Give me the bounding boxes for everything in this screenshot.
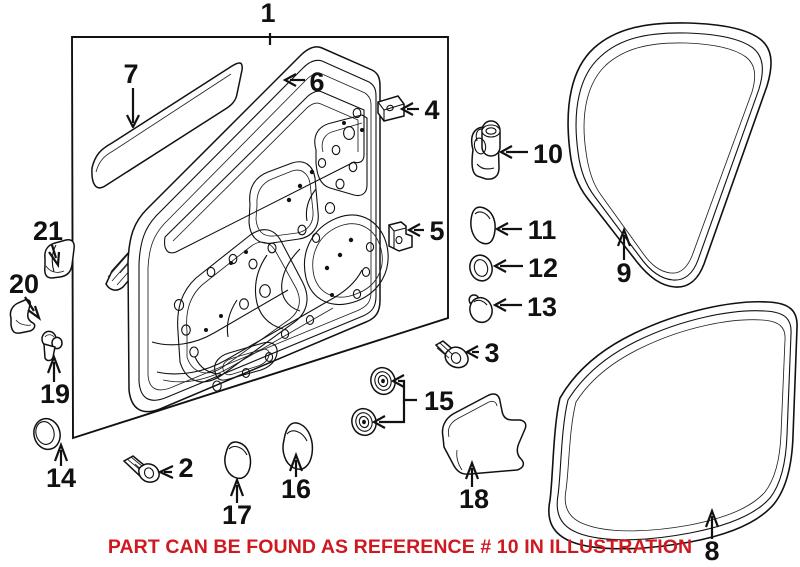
callout-10: 10 [533,139,563,169]
callout-2: 2 [178,453,193,483]
callout-18: 18 [459,484,489,514]
weatherstrip-seal-upper-loop [567,22,772,288]
callout-3: 3 [484,338,499,368]
bracket-upper [377,95,405,122]
callout-12: 12 [528,253,558,283]
callout-7: 7 [123,59,138,89]
callout-13: 13 [527,292,557,322]
callout-4: 4 [424,95,439,125]
screw-bolt-small [122,455,160,483]
callout-19: 19 [40,379,70,409]
cap-oval-center [282,422,314,470]
door-insulator-pad-shape [441,393,527,475]
callout-9: 9 [616,258,631,288]
door-exterior-molding [91,62,243,189]
reference-footnote: PART CAN BE FOUND AS REFERENCE # 10 IN I… [107,536,693,558]
bolt-flange [434,340,469,369]
callout-8: 8 [704,536,719,566]
door-assembly-boundary-box [71,36,449,440]
door-inner-panel [127,46,389,413]
callout-21: 21 [33,216,63,246]
cap-oval-small [224,441,252,480]
callout-1: 1 [260,0,275,28]
grommet-ring [469,254,493,282]
callout-11: 11 [528,215,557,245]
plug-oval-left [33,417,61,451]
plug-with-tab [468,294,493,324]
weatherstrip-seal-lower-loop [548,300,798,550]
callout-leader-lines [24,33,720,539]
callout-17: 17 [222,500,252,530]
callout-labels: 1 2 3 4 5 6 7 8 9 10 11 12 13 14 15 16 1… [9,0,720,566]
callout-15: 15 [424,386,454,416]
callout-20: 20 [9,269,39,299]
door-hinge-check-assembly [470,120,501,180]
grommet-pair [351,366,396,437]
plug-cap-large [470,206,496,245]
callout-14: 14 [46,463,76,493]
callout-5: 5 [429,216,444,246]
bracket-lower [388,221,413,252]
callout-6: 6 [309,67,324,97]
clip-small [41,330,63,362]
wedge-stopper [9,299,36,334]
callout-16: 16 [281,474,311,504]
